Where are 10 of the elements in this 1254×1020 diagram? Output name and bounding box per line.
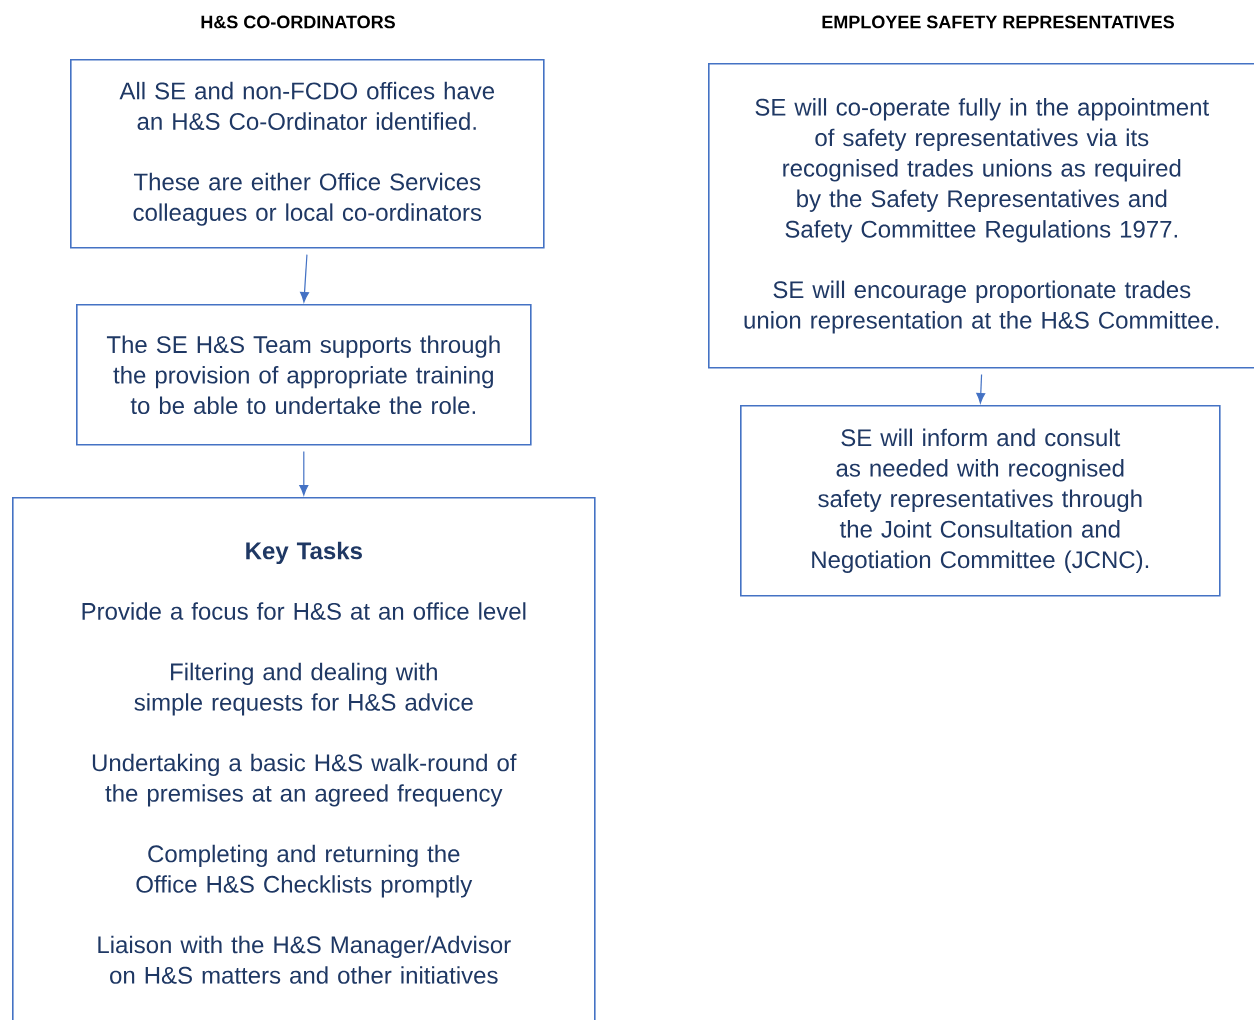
column-heading: EMPLOYEE SAFETY REPRESENTATIVES [822, 15, 1174, 29]
arrow [299, 451, 309, 496]
text-box: SE will inform and consult as needed with recognised safety representatives through the Joint Consultation and Negotiation Committee (JCNC). [740, 405, 1221, 597]
text-box: The SE H&S Team supports through the provision of appropriate training to be able to undertake the role. [76, 304, 532, 446]
column-heading: H&S CO-ORDINATORS [201, 15, 395, 29]
arrow [300, 254, 309, 303]
text-box: SE will co-operate fully in the appointment of safety representatives via its recognised trades unions as required by the Safety Representatives and Safety Committee Regulations 1977. SE will encourage proportionate trades union representation at the H&S Committee. [708, 63, 1254, 369]
arrow [976, 374, 986, 404]
text-box: All SE and non-FCDO offices have an H&S Co-Ordinator identified. These are either Office Services colleagues or local co-ordinators [70, 59, 545, 249]
text-box: Key Tasks Provide a focus for H&S at an office level Filtering and dealing with simple requests for H&S advice Undertaking a basic H&S walk-round of the premises at an agreed frequency Completing and returning the Office H&S Checklists promptly Liaison with the H&S Manager/Advisor on H&S matters and other initiatives [12, 497, 596, 1020]
